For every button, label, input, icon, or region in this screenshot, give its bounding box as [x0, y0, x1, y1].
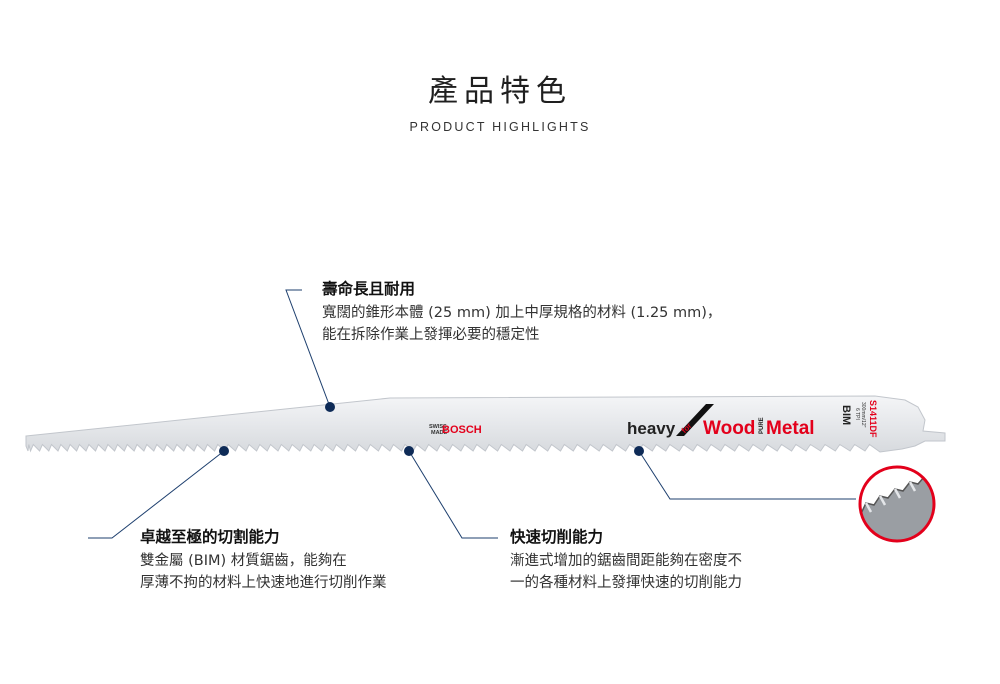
feature-description-line: 一的各種材料上發揮快速的切削能力	[510, 575, 742, 591]
feature-fast-cutting: 快速切削能力 漸進式增加的鋸齒間距能夠在密度不 一的各種材料上發揮快速的切削能力	[510, 526, 742, 594]
swiss-made-line1: SWISS	[429, 424, 447, 430]
leader-line-3	[408, 450, 498, 539]
blade-size: 300mm/12"	[860, 402, 866, 428]
swiss-made-line2: MADE	[431, 430, 448, 436]
blade-code: S1411DF	[868, 400, 878, 438]
blade-material: BIM	[840, 405, 852, 425]
tag-slash	[676, 404, 714, 436]
callout-dot-2	[219, 446, 229, 456]
feature-description-line: 漸進式增加的鋸齒間距能夠在密度不	[510, 553, 742, 569]
header: 產品特色 PRODUCT HIGHLIGHTS	[0, 72, 1000, 134]
feature-cutting-performance: 卓越至極的切割能力 雙金屬 (BIM) 材質鋸齒，能夠在 厚薄不拘的材料上快速地…	[140, 526, 387, 594]
feature-description-line: 能在拆除作業上發揮必要的穩定性	[322, 327, 540, 343]
feature-title: 卓越至極的切割能力	[140, 528, 280, 546]
feature-durability: 壽命長且耐用 寬闊的錐形本體 (25 mm) 加上中厚規格的材料 (1.25 m…	[322, 278, 721, 346]
feature-description-line: 寬闊的錐形本體 (25 mm) 加上中厚規格的材料 (1.25 mm)，	[322, 305, 722, 321]
feature-description-line: 厚薄不拘的材料上快速地進行切削作業	[140, 575, 387, 591]
page-subtitle: PRODUCT HIGHLIGHTS	[409, 120, 591, 134]
leader-line-4	[638, 450, 856, 500]
leader-line-1	[285, 289, 331, 408]
callout-dots	[219, 402, 644, 456]
saw-blade	[25, 395, 946, 453]
feature-title: 快速切削能力	[510, 528, 604, 546]
brand-logo: BOSCH	[442, 424, 482, 436]
tag-metal: Metal	[766, 418, 815, 439]
leader-lines	[88, 289, 856, 539]
tag-pure: PURE	[759, 417, 765, 434]
leader-line-2	[88, 450, 225, 539]
feature-title: 壽命長且耐用	[322, 280, 416, 298]
teeth-zoom-view	[858, 465, 936, 543]
callout-dot-1	[325, 402, 335, 412]
feature-description-line: 雙金屬 (BIM) 材質鋸齒，能夠在	[140, 553, 347, 569]
tag-wood: Wood	[703, 418, 755, 439]
callout-dot-4	[634, 446, 644, 456]
blade-tpi: 6 TPI	[854, 408, 860, 420]
tag-heavy: heavy	[627, 419, 676, 438]
callout-dot-3	[404, 446, 414, 456]
page-title: 產品特色	[428, 74, 572, 109]
